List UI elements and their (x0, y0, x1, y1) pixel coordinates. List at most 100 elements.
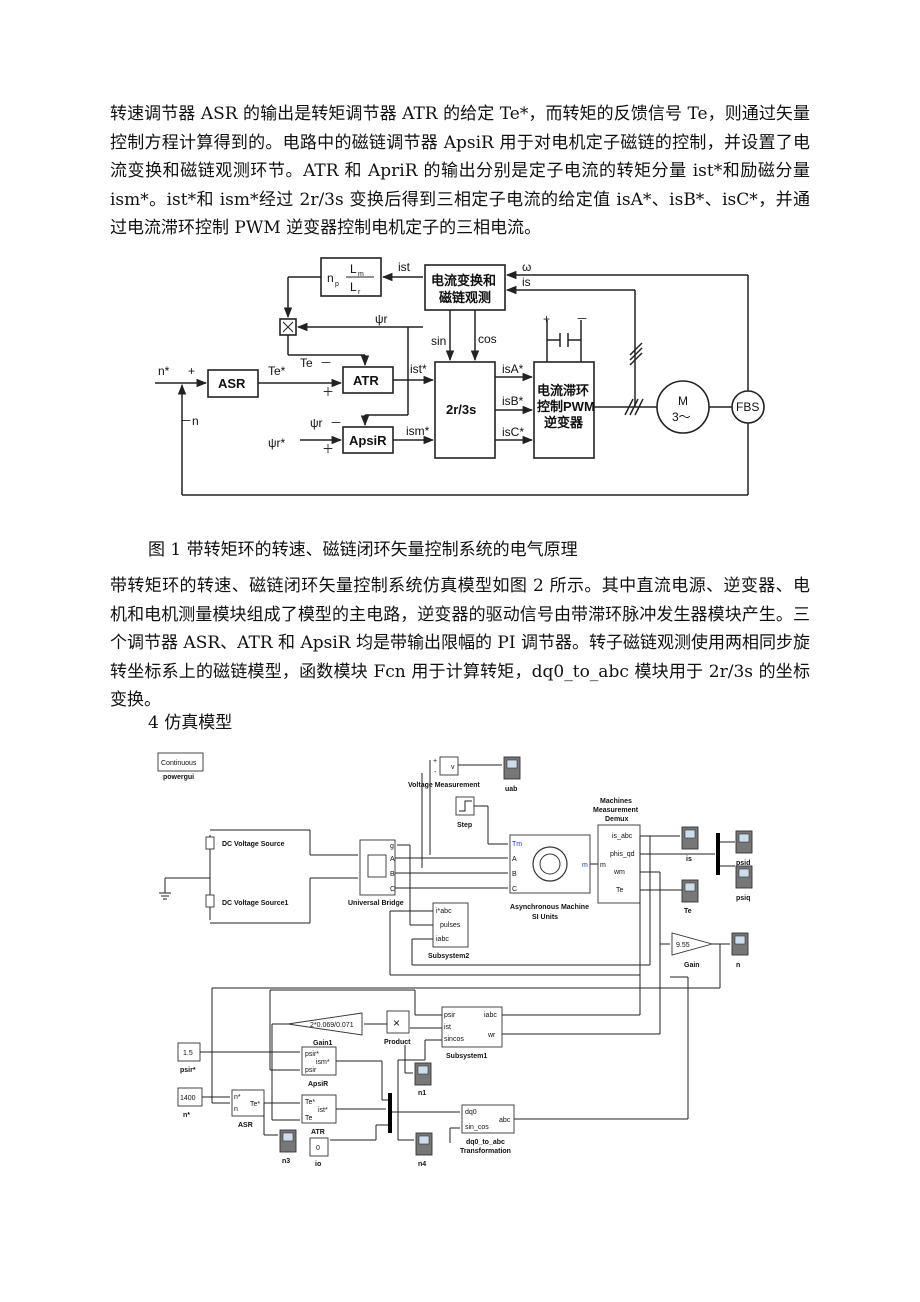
sig-psir-star: ψr* (268, 436, 286, 450)
sig-cos: cos (478, 332, 497, 346)
demux-l1: Machines (600, 798, 632, 805)
bridge-g: g (390, 843, 394, 850)
dc2-label: DC Voltage Source1 (222, 900, 288, 907)
subsystem1-block[interactable] (441, 1006, 503, 1048)
const-n-label: n* (183, 1112, 190, 1119)
sub1-sincos: sincos (444, 1036, 464, 1043)
inverter-block (533, 361, 595, 459)
atr-sim-block[interactable] (301, 1094, 337, 1124)
sig-omega: ω (522, 260, 531, 274)
dq0-out: abc (499, 1117, 511, 1124)
fbs-label: FBS (736, 400, 759, 414)
lm-sub: m (358, 271, 364, 278)
mux-bar (388, 1093, 392, 1133)
asr-out: Te* (250, 1101, 260, 1108)
scope-uab-label: uab (505, 786, 517, 793)
dc-source-2[interactable] (205, 894, 215, 908)
sub2-iabc-star: i*abc (436, 908, 452, 915)
conv-2r3s-block (434, 361, 496, 459)
current-transform-l2: 磁链观测 (439, 290, 491, 305)
atr-out: ist* (318, 1107, 328, 1114)
atr-label: ATR (353, 373, 379, 388)
sig-psir: ψr (375, 312, 388, 326)
asm-m: m (582, 862, 588, 869)
const-n-val: 1400 (180, 1095, 196, 1102)
dc-plus: + (543, 312, 550, 326)
conv-label: 2r/3s (446, 402, 476, 417)
vm-minus: - (434, 769, 437, 776)
sig-is: is (522, 275, 531, 289)
sub1-psir: psir (444, 1012, 456, 1019)
apsir-in1: psir* (305, 1051, 319, 1058)
step-label: Step (457, 822, 472, 829)
bridge-a: A (390, 856, 395, 863)
scope-is-label: is (686, 856, 692, 863)
gain1-block[interactable] (287, 1012, 363, 1036)
sig-minus1: － (320, 356, 332, 370)
vm-v: v (451, 764, 455, 771)
subsystem2-block[interactable] (432, 902, 469, 948)
scope-psid-label: psid (736, 860, 750, 867)
machines-measurement-demux[interactable] (597, 824, 641, 904)
paragraph-model: 带转矩环的转速、磁链闭环矢量控制系统仿真模型如图 2 所示。其中直流电源、逆变器… (110, 576, 810, 710)
const-psir-label: psir* (180, 1067, 196, 1074)
vm-label: Voltage Measurement (408, 782, 481, 789)
demux-is-abc: is_abc (612, 833, 633, 840)
bridge-label: Universal Bridge (348, 900, 404, 907)
const-io-label: io (315, 1161, 321, 1168)
gain-block[interactable] (671, 932, 714, 956)
sig-psir2: ψr (310, 416, 323, 430)
dq0-to-abc-block[interactable] (461, 1104, 515, 1134)
const-io[interactable] (309, 1137, 329, 1157)
atr-in2: Te (305, 1115, 313, 1122)
scope-n3-label: n3 (282, 1158, 290, 1165)
asm-a: A (512, 856, 517, 863)
scope-n1-label: n1 (418, 1090, 426, 1097)
simulink-model: Continuous powergui DC Voltage Source DC… (157, 752, 753, 1168)
dc-source-1[interactable] (205, 836, 215, 850)
sig-sin: sin (431, 334, 446, 348)
powergui-block[interactable] (157, 752, 204, 772)
current-transform-l1: 电流变换和 (431, 273, 496, 288)
section-heading: 4 仿真模型 (148, 713, 233, 733)
motor-3: 3～ (672, 410, 691, 424)
apsir-in2: psir (305, 1067, 317, 1074)
asm-tm: Tm (512, 841, 522, 848)
asr-label: ASR (218, 376, 246, 391)
sub1-label: Subsystem1 (446, 1053, 487, 1060)
np-sub: p (335, 281, 339, 288)
asr-sim-block[interactable] (231, 1089, 265, 1117)
sig-te-star: Te* (268, 364, 286, 378)
apsir-label: ApsiR (349, 433, 387, 448)
voltage-measurement-block[interactable] (439, 756, 459, 776)
sig-ist: ist (398, 260, 411, 274)
scope-n4-label: n4 (418, 1161, 426, 1168)
demux-l2: Measurement (593, 807, 639, 814)
atr-in1: Te* (305, 1099, 315, 1106)
sig-minus-n: －n (180, 414, 199, 428)
apsir-block (342, 426, 394, 454)
powergui-label: powergui (163, 774, 194, 781)
const-io-val: 0 (316, 1145, 320, 1152)
demux-m: m (600, 862, 606, 869)
const-psir-val: 1.5 (183, 1050, 193, 1057)
sub1-iabc: iabc (484, 1012, 497, 1019)
inverter-l2: 控制PWM (537, 399, 595, 414)
lr-label: L (350, 280, 357, 294)
product-block[interactable] (386, 1010, 410, 1034)
apsir-sim-label: ApsiR (308, 1081, 328, 1088)
scope-n-label: n (736, 962, 740, 969)
bridge-c: C (390, 886, 395, 893)
np-label: n (327, 271, 334, 285)
asr-sim-label: ASR (238, 1122, 253, 1129)
demux-wm: wm (613, 869, 625, 876)
atr-sim-label: ATR (311, 1129, 325, 1136)
bridge-b: B (390, 871, 395, 878)
lm-label: L (350, 262, 357, 276)
figure1-diagram: n p L m L r 电流变换和 磁链观测 ASR ATR ApsiR 2r/… (155, 257, 765, 496)
asm-l2: SI Units (532, 914, 558, 921)
dq0-in1: dq0 (465, 1109, 477, 1116)
figure1-caption: 图 1 带转矩环的转速、磁链闭环矢量控制系统的电气原理 (148, 540, 578, 560)
dq0-l1: dq0_to_abc (466, 1139, 505, 1146)
lr-sub: r (358, 289, 361, 296)
